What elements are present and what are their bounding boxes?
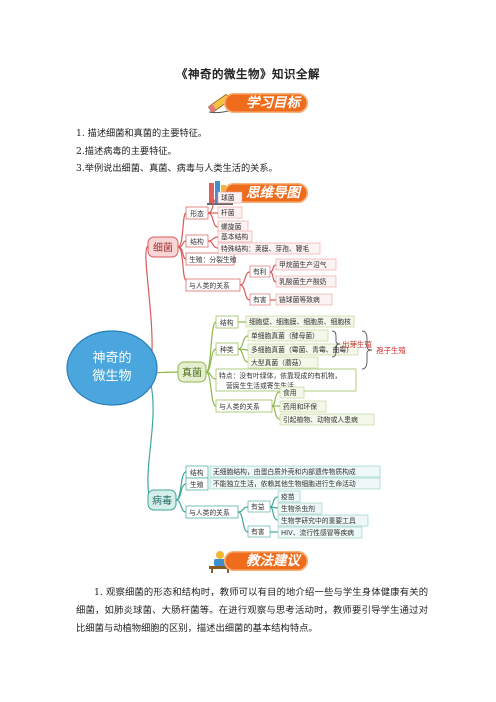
node-fungi — [177, 361, 207, 383]
bacteria-reproduction: 生殖：分裂生殖 — [189, 255, 237, 264]
root-node — [66, 330, 158, 406]
objective-item: 2.描述病毒的主要特征。 — [76, 146, 177, 157]
bacteria-structure: 结构 — [190, 237, 204, 246]
root-label-line1: 神奇的 — [92, 350, 131, 366]
bacteria-beneficial-item: 甲烷菌生产沼气 — [279, 260, 327, 269]
fungi-kind-item: 大型真菌（蘑菇） — [251, 358, 305, 367]
objective-item: 1. 描述细菌和真菌的主要特征。 — [76, 128, 208, 139]
page-title: 《神奇的微生物》知识全解 — [176, 67, 320, 81]
bacteria-relation: 与人类的关系 — [189, 281, 230, 290]
section-banner-objectives: 学习目标 — [206, 90, 316, 116]
bacteria-shape-item: 杆菌 — [221, 208, 235, 217]
fungi-relation-item: 药用和环保 — [283, 402, 317, 411]
fungi-kind-item: 多细胞真菌（霉菌、青霉、曲霉） — [251, 345, 353, 354]
fungi-budding: 出芽生殖 — [342, 339, 372, 349]
fungi-spore: 孢子生殖 — [376, 345, 406, 355]
brace-budding — [331, 330, 341, 358]
bacteria-beneficial-item: 乳酸菌生产酸奶 — [279, 277, 327, 286]
label-fungi: 真菌 — [182, 366, 202, 379]
fungi-structure: 结构 — [220, 318, 234, 327]
bacteria-structure-item: 基本结构 — [221, 232, 248, 241]
virus-beneficial-item: 疫苗 — [281, 492, 295, 501]
virus-life-item: 不能独立生活，依赖其他生物细胞进行生命活动 — [213, 479, 356, 488]
node-bacteria — [147, 236, 179, 258]
virus-harmful-item: HIV、流行性感冒等疾病 — [281, 528, 354, 537]
bacteria-shape-item: 球菌 — [221, 193, 235, 202]
brace-spore — [361, 330, 373, 370]
virus-beneficial: 有益 — [251, 502, 265, 511]
virus-relation: 与人类的关系 — [189, 508, 230, 517]
section-label-mindmap: 思维导图 — [224, 183, 308, 203]
fungi-features-line2: 营腐生生活或寄生生活 — [226, 381, 294, 390]
section-banner-teaching: 教法建议 — [206, 548, 316, 574]
virus-life: 生殖 — [190, 480, 204, 489]
virus-beneficial-item: 生物杀虫剂 — [281, 504, 315, 513]
section-label-teaching: 教法建议 — [224, 551, 308, 571]
bacteria-harmful-item: 链球菌等致病 — [279, 295, 320, 304]
bacteria-beneficial: 有利 — [253, 267, 267, 276]
virus-structure-item: 无细胞结构，由蛋白质外壳和内部遗传物质构成 — [213, 467, 356, 476]
virus-harmful: 有害 — [251, 527, 265, 536]
fungi-structure-item: 细胞壁、细胞膜、细胞质、细胞核 — [249, 317, 351, 326]
bacteria-shape-item: 螺旋菌 — [221, 222, 242, 231]
fungi-relation-item: 食用 — [283, 388, 297, 397]
bacteria-shape: 形态 — [190, 209, 204, 218]
label-bacteria: 细菌 — [153, 241, 173, 254]
bacteria-structure-item: 特殊结构：荚膜、芽孢、鞭毛 — [221, 244, 310, 253]
fungi-kind-item: 单细胞真菌（酵母菌） — [251, 331, 319, 340]
virus-beneficial-item: 生物学研究中的重要工具 — [281, 516, 356, 525]
root-label-line2: 微生物 — [92, 369, 131, 384]
fungi-relation-item: 引起植物、动物或人患病 — [283, 415, 358, 424]
label-virus: 病毒 — [152, 494, 172, 507]
virus-structure: 结构 — [190, 468, 204, 477]
desk-icon — [209, 551, 231, 573]
section-label-objectives: 学习目标 — [224, 93, 308, 113]
objective-item: 3.举例说出细菌、真菌、病毒与人类生活的关系。 — [76, 163, 278, 174]
teaching-paragraph: 1. 观察细菌的形态和结构时，教师可以有目的地介绍一些与学生身体健康有关的细菌，… — [76, 587, 428, 634]
mind-map: 神奇的 微生物 细菌 真菌 病毒 形态 结构 生殖：分裂生殖 与人类的关系 球菌… — [66, 191, 406, 539]
fungi-relation: 与人类的关系 — [219, 402, 260, 411]
node-virus — [147, 489, 177, 511]
bacteria-harmful: 有害 — [253, 295, 267, 304]
fungi-kinds: 种类 — [220, 345, 234, 354]
fungi-features-line1: 特点：没有叶绿体，依靠现成的有机物， — [219, 371, 341, 380]
